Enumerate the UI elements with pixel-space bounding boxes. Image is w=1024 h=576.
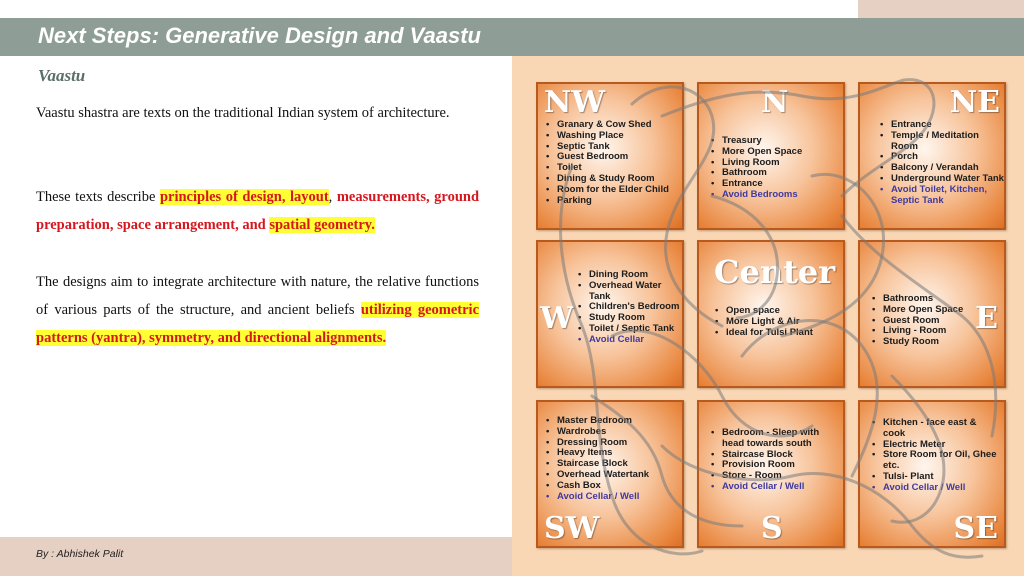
direction-label-nw: NW: [544, 85, 606, 120]
zone-avoid-item: Avoid Toilet, Kitchen, Septic Tank: [880, 184, 1004, 207]
zone-item: Septic Tank: [546, 141, 682, 153]
zone-avoid-item: Avoid Bedrooms: [711, 189, 843, 201]
direction-label-s: S: [761, 511, 783, 546]
vastu-cell-center: Center Open spaceMore Light & AirIdeal f…: [697, 240, 845, 388]
footer-band: [0, 537, 512, 576]
paragraph-definition-text: Vaastu shastra are texts on the traditio…: [36, 105, 450, 121]
vastu-cell-se: SE Kitchen - face east & cookElectric Me…: [858, 400, 1006, 548]
zone-avoid-item: Avoid Cellar / Well: [711, 481, 843, 493]
direction-label-w: W: [540, 301, 574, 336]
zone-item: Parking: [546, 195, 682, 207]
zone-list-e: BathroomsMore Open SpaceGuest RoomLiving…: [872, 293, 982, 348]
zone-item: Ideal for Tulsi Plant: [715, 327, 843, 339]
zone-list-nw: Granary & Cow ShedWashing PlaceSeptic Ta…: [546, 119, 682, 207]
zone-item: Study Room: [872, 336, 982, 348]
design-aims-intro: The designs aim to integrate architectur…: [36, 274, 479, 318]
zone-item: Washing Place: [546, 130, 682, 142]
zone-list-ne: EntranceTemple / Meditation RoomPorchBal…: [880, 119, 1004, 207]
paragraph-principles: These texts describe principles of desig…: [36, 183, 479, 239]
zone-item: Kitchen - face east & cook: [872, 417, 1000, 440]
vastu-cell-ne: NE EntranceTemple / Meditation RoomPorch…: [858, 82, 1006, 230]
zone-list-center: Open spaceMore Light & AirIdeal for Tuls…: [715, 305, 843, 339]
direction-label-sw: SW: [544, 511, 600, 546]
vastu-cell-sw: SW Master BedroomWardrobesDressing RoomH…: [536, 400, 684, 548]
zone-item: Guest Bedroom: [546, 152, 682, 163]
top-accent-band: [858, 0, 1024, 18]
zone-item: Room for the Elder Child: [546, 184, 682, 196]
principles-separator: ,: [328, 189, 337, 205]
principles-measurements: measurements, ground preparation, space …: [36, 189, 480, 233]
zone-list-s: Bedroom - Sleep with head towards southS…: [711, 427, 843, 493]
section-title: Vaastu: [38, 66, 86, 85]
footer-author: By : Abhishek Palit: [36, 548, 124, 560]
vastu-cell-nw: NW Granary & Cow ShedWashing PlaceSeptic…: [536, 82, 684, 230]
zone-list-se: Kitchen - face east & cookElectric Meter…: [872, 417, 1000, 494]
zone-list-w: Dining RoomOverhead Water TankChildren's…: [578, 269, 684, 346]
zone-item: Cash Box: [546, 480, 682, 492]
zone-avoid-item: Avoid Cellar: [578, 334, 684, 346]
vastu-cell-w: W Dining RoomOverhead Water TankChildren…: [536, 240, 684, 388]
zone-avoid-item: Avoid Cellar / Well: [546, 491, 682, 503]
direction-label-n: N: [761, 85, 789, 120]
vastu-grid-image: NW Granary & Cow ShedWashing PlaceSeptic…: [512, 56, 1024, 576]
direction-label-se: SE: [953, 511, 998, 546]
highlight-design-layout: principles of design, layout: [159, 189, 329, 205]
zone-item: Bedroom - Sleep with head towards south: [711, 427, 843, 450]
slide-title: Next Steps: Generative Design and Vaastu: [38, 23, 481, 48]
zone-item: Store Room for Oil, Ghee etc.: [872, 450, 1000, 472]
zone-item: Temple / Meditation Room: [880, 130, 1004, 153]
vastu-cell-s: S Bedroom - Sleep with head towards sout…: [697, 400, 845, 548]
zone-item: Granary & Cow Shed: [546, 119, 682, 131]
zone-list-sw: Master BedroomWardrobesDressing RoomHeav…: [546, 415, 682, 503]
zone-item: More Open Space: [711, 146, 843, 158]
zone-avoid-item: Avoid Cellar / Well: [872, 482, 1000, 494]
direction-label-ne: NE: [949, 85, 1000, 120]
principles-intro: These texts describe: [36, 189, 160, 205]
paragraph-design-aims: The designs aim to integrate architectur…: [36, 268, 479, 352]
vastu-cell-n: N TreasuryMore Open SpaceLiving RoomBath…: [697, 82, 845, 230]
zone-item: Wardrobes: [546, 426, 682, 438]
zone-item: More Open Space: [872, 304, 982, 316]
title-bar: Next Steps: Generative Design and Vaastu: [0, 18, 1024, 56]
zone-list-n: TreasuryMore Open SpaceLiving RoomBathro…: [711, 135, 843, 201]
direction-label-center: Center: [714, 253, 836, 291]
highlight-spatial-geometry: spatial geometry.: [269, 217, 375, 233]
paragraph-definition: Vaastu shastra are texts on the traditio…: [36, 99, 479, 127]
vastu-cell-e: E BathroomsMore Open SpaceGuest RoomLivi…: [858, 240, 1006, 388]
zone-item: More Light & Air: [715, 316, 843, 328]
zone-item: Overhead Water Tank: [578, 280, 684, 303]
